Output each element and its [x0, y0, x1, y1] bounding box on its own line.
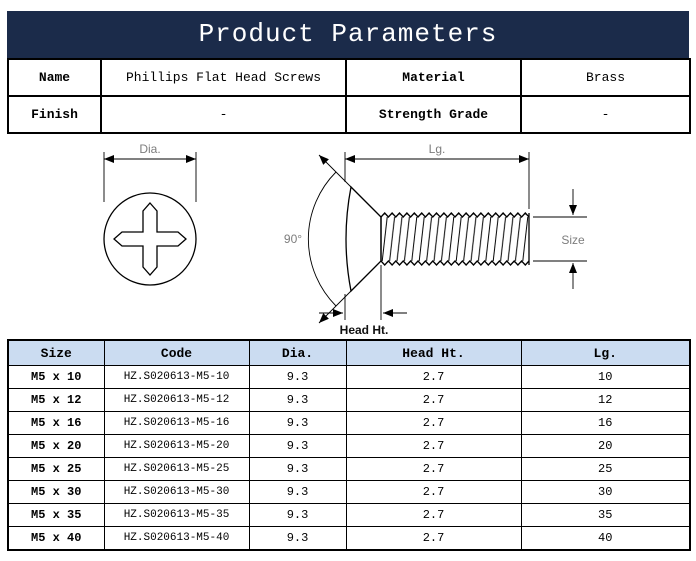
info-row-1: Name Phillips Flat Head Screws Material …	[7, 58, 691, 97]
dia-cell: 9.3	[248, 480, 347, 504]
info-value-strength-grade: -	[520, 95, 691, 134]
dia-cell: 9.3	[248, 411, 347, 435]
dia-dimension: Dia.	[103, 142, 197, 202]
size-cell: M5 x 20	[7, 434, 105, 458]
head-ht-label: Head Ht.	[340, 323, 389, 337]
threaded-shank	[380, 212, 530, 266]
col-header-head-ht: Head Ht.	[345, 339, 522, 366]
head-ht-cell: 2.7	[345, 434, 522, 458]
lg-cell: 25	[520, 457, 691, 481]
angle-label: 90°	[284, 232, 302, 246]
table-row: M5 x 10 HZ.S020613-M5-10 9.3 2.7 10	[7, 365, 691, 389]
lg-label: Lg.	[429, 142, 446, 156]
phillips-cross-icon	[113, 202, 187, 276]
title-bar: Product Parameters	[7, 11, 689, 58]
code-cell: HZ.S020613-M5-35	[103, 503, 250, 527]
lg-dimension: Lg.	[344, 142, 530, 209]
code-cell: HZ.S020613-M5-25	[103, 457, 250, 481]
size-cell: M5 x 16	[7, 411, 105, 435]
size-cell: M5 x 35	[7, 503, 105, 527]
code-cell: HZ.S020613-M5-12	[103, 388, 250, 412]
size-dimension: Size	[533, 189, 587, 289]
dia-cell: 9.3	[248, 434, 347, 458]
size-cell: M5 x 10	[7, 365, 105, 389]
info-value-finish: -	[100, 95, 347, 134]
thread-crest-bottom	[380, 260, 530, 266]
lg-cell: 30	[520, 480, 691, 504]
dia-cell: 9.3	[248, 503, 347, 527]
info-label-finish: Finish	[7, 95, 102, 134]
size-cell: M5 x 30	[7, 480, 105, 504]
dia-cell: 9.3	[248, 365, 347, 389]
table-row: M5 x 20 HZ.S020613-M5-20 9.3 2.7 20	[7, 434, 691, 458]
size-table: Size Code Dia. Head Ht. Lg. M5 x 10 HZ.S…	[7, 339, 691, 551]
screw-head-profile	[345, 185, 382, 293]
info-label-strength-grade: Strength Grade	[345, 95, 522, 134]
size-label: Size	[561, 233, 585, 247]
info-label-material: Material	[345, 58, 522, 97]
front-view: Dia.	[103, 142, 197, 286]
table-row: M5 x 35 HZ.S020613-M5-35 9.3 2.7 35	[7, 503, 691, 527]
info-value-name: Phillips Flat Head Screws	[100, 58, 347, 97]
thread-crest-top	[380, 212, 530, 218]
dia-cell: 9.3	[248, 388, 347, 412]
info-label-name: Name	[7, 58, 102, 97]
info-value-material: Brass	[520, 58, 691, 97]
table-row: M5 x 40 HZ.S020613-M5-40 9.3 2.7 40	[7, 526, 691, 551]
head-ht-cell: 2.7	[345, 365, 522, 389]
lg-cell: 16	[520, 411, 691, 435]
page-title: Product Parameters	[198, 19, 498, 49]
lg-cell: 20	[520, 434, 691, 458]
code-cell: HZ.S020613-M5-20	[103, 434, 250, 458]
lg-cell: 40	[520, 526, 691, 551]
screw-drawing: Dia. 90°	[103, 142, 587, 337]
lg-cell: 35	[520, 503, 691, 527]
head-outline-circle	[103, 192, 197, 286]
head-height-dimension: Head Ht.	[319, 265, 407, 337]
table-row: M5 x 12 HZ.S020613-M5-12 9.3 2.7 12	[7, 388, 691, 412]
head-ht-cell: 2.7	[345, 503, 522, 527]
head-ht-cell: 2.7	[345, 388, 522, 412]
col-header-lg: Lg.	[520, 339, 691, 366]
table-row: M5 x 16 HZ.S020613-M5-16 9.3 2.7 16	[7, 411, 691, 435]
col-header-dia: Dia.	[248, 339, 347, 366]
size-cell: M5 x 12	[7, 388, 105, 412]
info-row-2: Finish - Strength Grade -	[7, 95, 691, 134]
size-cell: M5 x 40	[7, 526, 105, 551]
lg-cell: 12	[520, 388, 691, 412]
col-header-size: Size	[7, 339, 105, 366]
head-ht-cell: 2.7	[345, 526, 522, 551]
head-ht-cell: 2.7	[345, 457, 522, 481]
head-ht-cell: 2.7	[345, 480, 522, 504]
code-cell: HZ.S020613-M5-30	[103, 480, 250, 504]
table-row: M5 x 25 HZ.S020613-M5-25 9.3 2.7 25	[7, 457, 691, 481]
size-table-header-row: Size Code Dia. Head Ht. Lg.	[7, 339, 691, 366]
dia-cell: 9.3	[248, 526, 347, 551]
col-header-code: Code	[103, 339, 250, 366]
dia-cell: 9.3	[248, 457, 347, 481]
side-view: 90° Lg.	[284, 142, 587, 337]
code-cell: HZ.S020613-M5-16	[103, 411, 250, 435]
head-ht-cell: 2.7	[345, 411, 522, 435]
size-cell: M5 x 25	[7, 457, 105, 481]
dia-label: Dia.	[139, 142, 160, 156]
code-cell: HZ.S020613-M5-10	[103, 365, 250, 389]
table-row: M5 x 30 HZ.S020613-M5-30 9.3 2.7 30	[7, 480, 691, 504]
lg-cell: 10	[520, 365, 691, 389]
info-table: Name Phillips Flat Head Screws Material …	[7, 58, 691, 134]
technical-drawing: Dia. 90°	[7, 134, 689, 339]
code-cell: HZ.S020613-M5-40	[103, 526, 250, 551]
